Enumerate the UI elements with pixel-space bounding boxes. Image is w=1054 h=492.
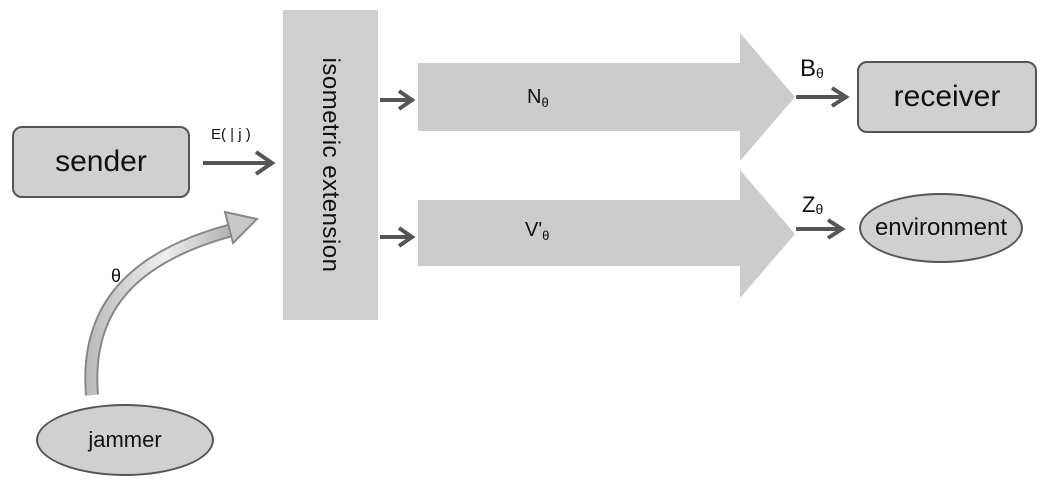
jammer-curve-arrow [84,210,260,396]
sender-label: sender [55,145,147,178]
isometric-extension-block [283,10,378,320]
channel-V-arrow [418,170,795,298]
to-environment-arrow [796,218,846,240]
jammer-ellipse: jammer [36,404,214,476]
encoding-arrow [203,150,276,176]
encoding-label: E( | j ) [211,126,251,143]
jammer-label: jammer [88,427,162,452]
B-subscript: θ [816,65,824,81]
sender-box: sender [12,126,190,198]
N-theta-label: Nθ [527,86,549,110]
receiver-box: receiver [857,61,1037,133]
iso-to-V-arrow [380,226,416,248]
Z-theta-label: Zθ [802,192,823,218]
environment-label: environment [874,214,1008,241]
B-theta-label: Bθ [800,55,824,83]
iso-to-N-arrow [380,89,416,111]
to-receiver-arrow [796,86,850,108]
receiver-label: receiver [893,80,1001,113]
N-base: N [527,86,542,108]
B-base: B [800,55,817,82]
V-base: V' [525,219,543,241]
Z-subscript: θ [815,201,824,217]
theta-label: θ [111,266,122,286]
V-subscript: θ [542,228,550,243]
Z-base: Z [802,192,816,217]
N-subscript: θ [541,95,549,110]
channel-N-arrow [418,33,795,161]
V-theta-label: V'θ [525,219,550,243]
isometric-extension-label: isometric extension [317,57,344,273]
environment-ellipse: environment [859,193,1023,263]
